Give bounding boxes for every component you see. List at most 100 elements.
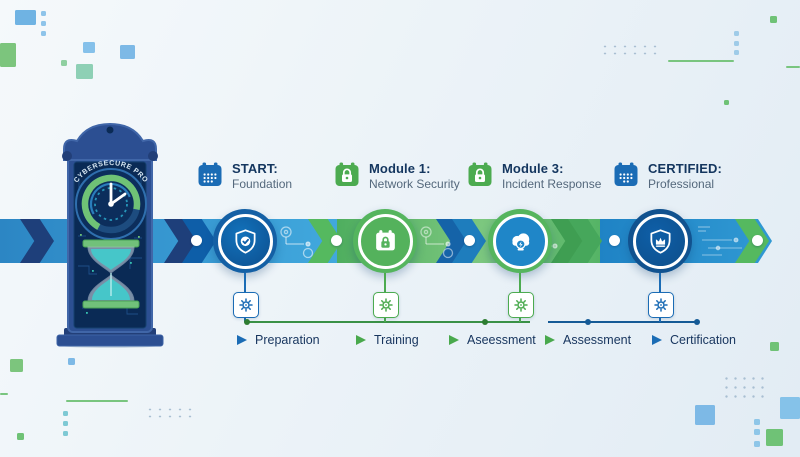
decor-line bbox=[668, 60, 734, 62]
milestone-subtitle: Incident Response bbox=[502, 176, 602, 191]
decor-line bbox=[0, 393, 8, 395]
calendar-lock-icon bbox=[335, 162, 359, 186]
decor-square bbox=[83, 42, 95, 53]
decor-square bbox=[780, 397, 800, 419]
line-dot bbox=[585, 319, 591, 325]
connector-stem bbox=[659, 273, 661, 292]
timeline-band-blue-left bbox=[0, 219, 337, 263]
decor-square bbox=[120, 45, 135, 59]
gear-badge bbox=[233, 292, 259, 318]
phase-label: Training bbox=[374, 333, 419, 347]
phase-training: Training bbox=[356, 333, 419, 347]
decor-square bbox=[754, 429, 760, 435]
connector-stem bbox=[519, 316, 521, 322]
node-module3 bbox=[488, 209, 552, 273]
milestone-title: Module 3: bbox=[502, 161, 564, 176]
play-triangle-icon bbox=[237, 335, 247, 345]
gear-icon bbox=[379, 298, 393, 312]
band-dot bbox=[609, 235, 620, 246]
gear-link-decor-icon bbox=[420, 226, 454, 259]
node-module1 bbox=[353, 209, 417, 273]
phase-assessment-2: Assessment bbox=[545, 333, 631, 347]
milestone-header-module1: Module 1: Network Security bbox=[334, 161, 460, 191]
decor-square bbox=[76, 64, 93, 79]
decor-square bbox=[770, 16, 777, 23]
phase-assessment-1: Aseessment bbox=[449, 333, 536, 347]
decor-square bbox=[724, 100, 729, 105]
shield-crown-icon bbox=[649, 228, 671, 254]
gear-icon bbox=[239, 298, 253, 312]
gear-badge bbox=[373, 292, 399, 318]
calendar-grid-icon bbox=[614, 162, 638, 186]
connector-stem bbox=[384, 316, 386, 322]
phase-label: Aseessment bbox=[467, 333, 536, 347]
band-dot bbox=[331, 235, 342, 246]
decor-square bbox=[41, 21, 46, 26]
milestone-title: CERTIFIED: bbox=[648, 161, 722, 176]
decor-square bbox=[17, 433, 24, 440]
phase-certification: Certification bbox=[652, 333, 736, 347]
milestone-subtitle: Professional bbox=[648, 176, 715, 191]
milestone-header-certified: CERTIFIED: Professional bbox=[613, 161, 722, 191]
clock-face-icon bbox=[75, 168, 147, 240]
node-start bbox=[213, 209, 277, 273]
milestone-subtitle: Network Security bbox=[369, 176, 460, 191]
decor-square bbox=[754, 419, 760, 425]
decor-square bbox=[734, 41, 739, 46]
decor-square bbox=[68, 358, 75, 365]
decor-square bbox=[41, 11, 46, 16]
calendar-grid-icon bbox=[198, 162, 222, 186]
progress-line-blue bbox=[548, 321, 697, 323]
progress-line-green bbox=[247, 321, 530, 323]
connector-stem bbox=[519, 273, 521, 292]
grandfather-clock: CYBERSECURE PRO bbox=[56, 122, 164, 348]
decor-dot-grid bbox=[145, 406, 193, 419]
milestone-header-start: START: Foundation bbox=[197, 161, 293, 191]
phase-preparation: Preparation bbox=[237, 333, 320, 347]
phase-label: Preparation bbox=[255, 333, 320, 347]
gear-icon bbox=[514, 298, 528, 312]
decor-square bbox=[41, 31, 46, 36]
phase-label: Certification bbox=[670, 333, 736, 347]
circuit-trace-decor-icon bbox=[698, 226, 742, 256]
band-dot bbox=[464, 235, 475, 246]
calendar-lock-icon bbox=[375, 229, 395, 250]
gear-badge bbox=[648, 292, 674, 318]
shield-check-icon bbox=[234, 228, 256, 254]
gear-icon bbox=[654, 298, 668, 312]
decor-dot-grid bbox=[600, 43, 658, 57]
connector-stem bbox=[244, 273, 246, 292]
connector-stem bbox=[384, 273, 386, 292]
decor-square bbox=[734, 31, 739, 36]
decor-dot-grid bbox=[722, 374, 764, 401]
cloud-alert-icon bbox=[511, 232, 529, 251]
line-dot bbox=[482, 319, 488, 325]
decor-square bbox=[734, 50, 739, 55]
milestone-title: START: bbox=[232, 161, 278, 176]
node-certified bbox=[628, 209, 692, 273]
decor-line bbox=[66, 400, 128, 402]
decor-square bbox=[63, 431, 68, 436]
play-triangle-icon bbox=[356, 335, 366, 345]
decor-square bbox=[770, 342, 779, 351]
decor-square bbox=[695, 405, 715, 425]
calendar-lock-icon bbox=[468, 162, 492, 186]
connector-stem bbox=[659, 316, 661, 322]
play-triangle-icon bbox=[652, 335, 662, 345]
hourglass-icon bbox=[82, 239, 140, 309]
milestone-title: Module 1: bbox=[369, 161, 431, 176]
decor-square bbox=[0, 43, 16, 67]
decor-square bbox=[754, 441, 760, 447]
decor-square bbox=[10, 359, 23, 372]
line-dot bbox=[694, 319, 700, 325]
gear-badge bbox=[508, 292, 534, 318]
decor-square bbox=[61, 60, 67, 66]
decor-line bbox=[786, 66, 800, 68]
band-dot bbox=[191, 235, 202, 246]
play-triangle-icon bbox=[545, 335, 555, 345]
milestone-subtitle: Foundation bbox=[232, 176, 293, 191]
decor-square bbox=[63, 411, 68, 416]
line-dot bbox=[244, 319, 250, 325]
play-triangle-icon bbox=[449, 335, 459, 345]
